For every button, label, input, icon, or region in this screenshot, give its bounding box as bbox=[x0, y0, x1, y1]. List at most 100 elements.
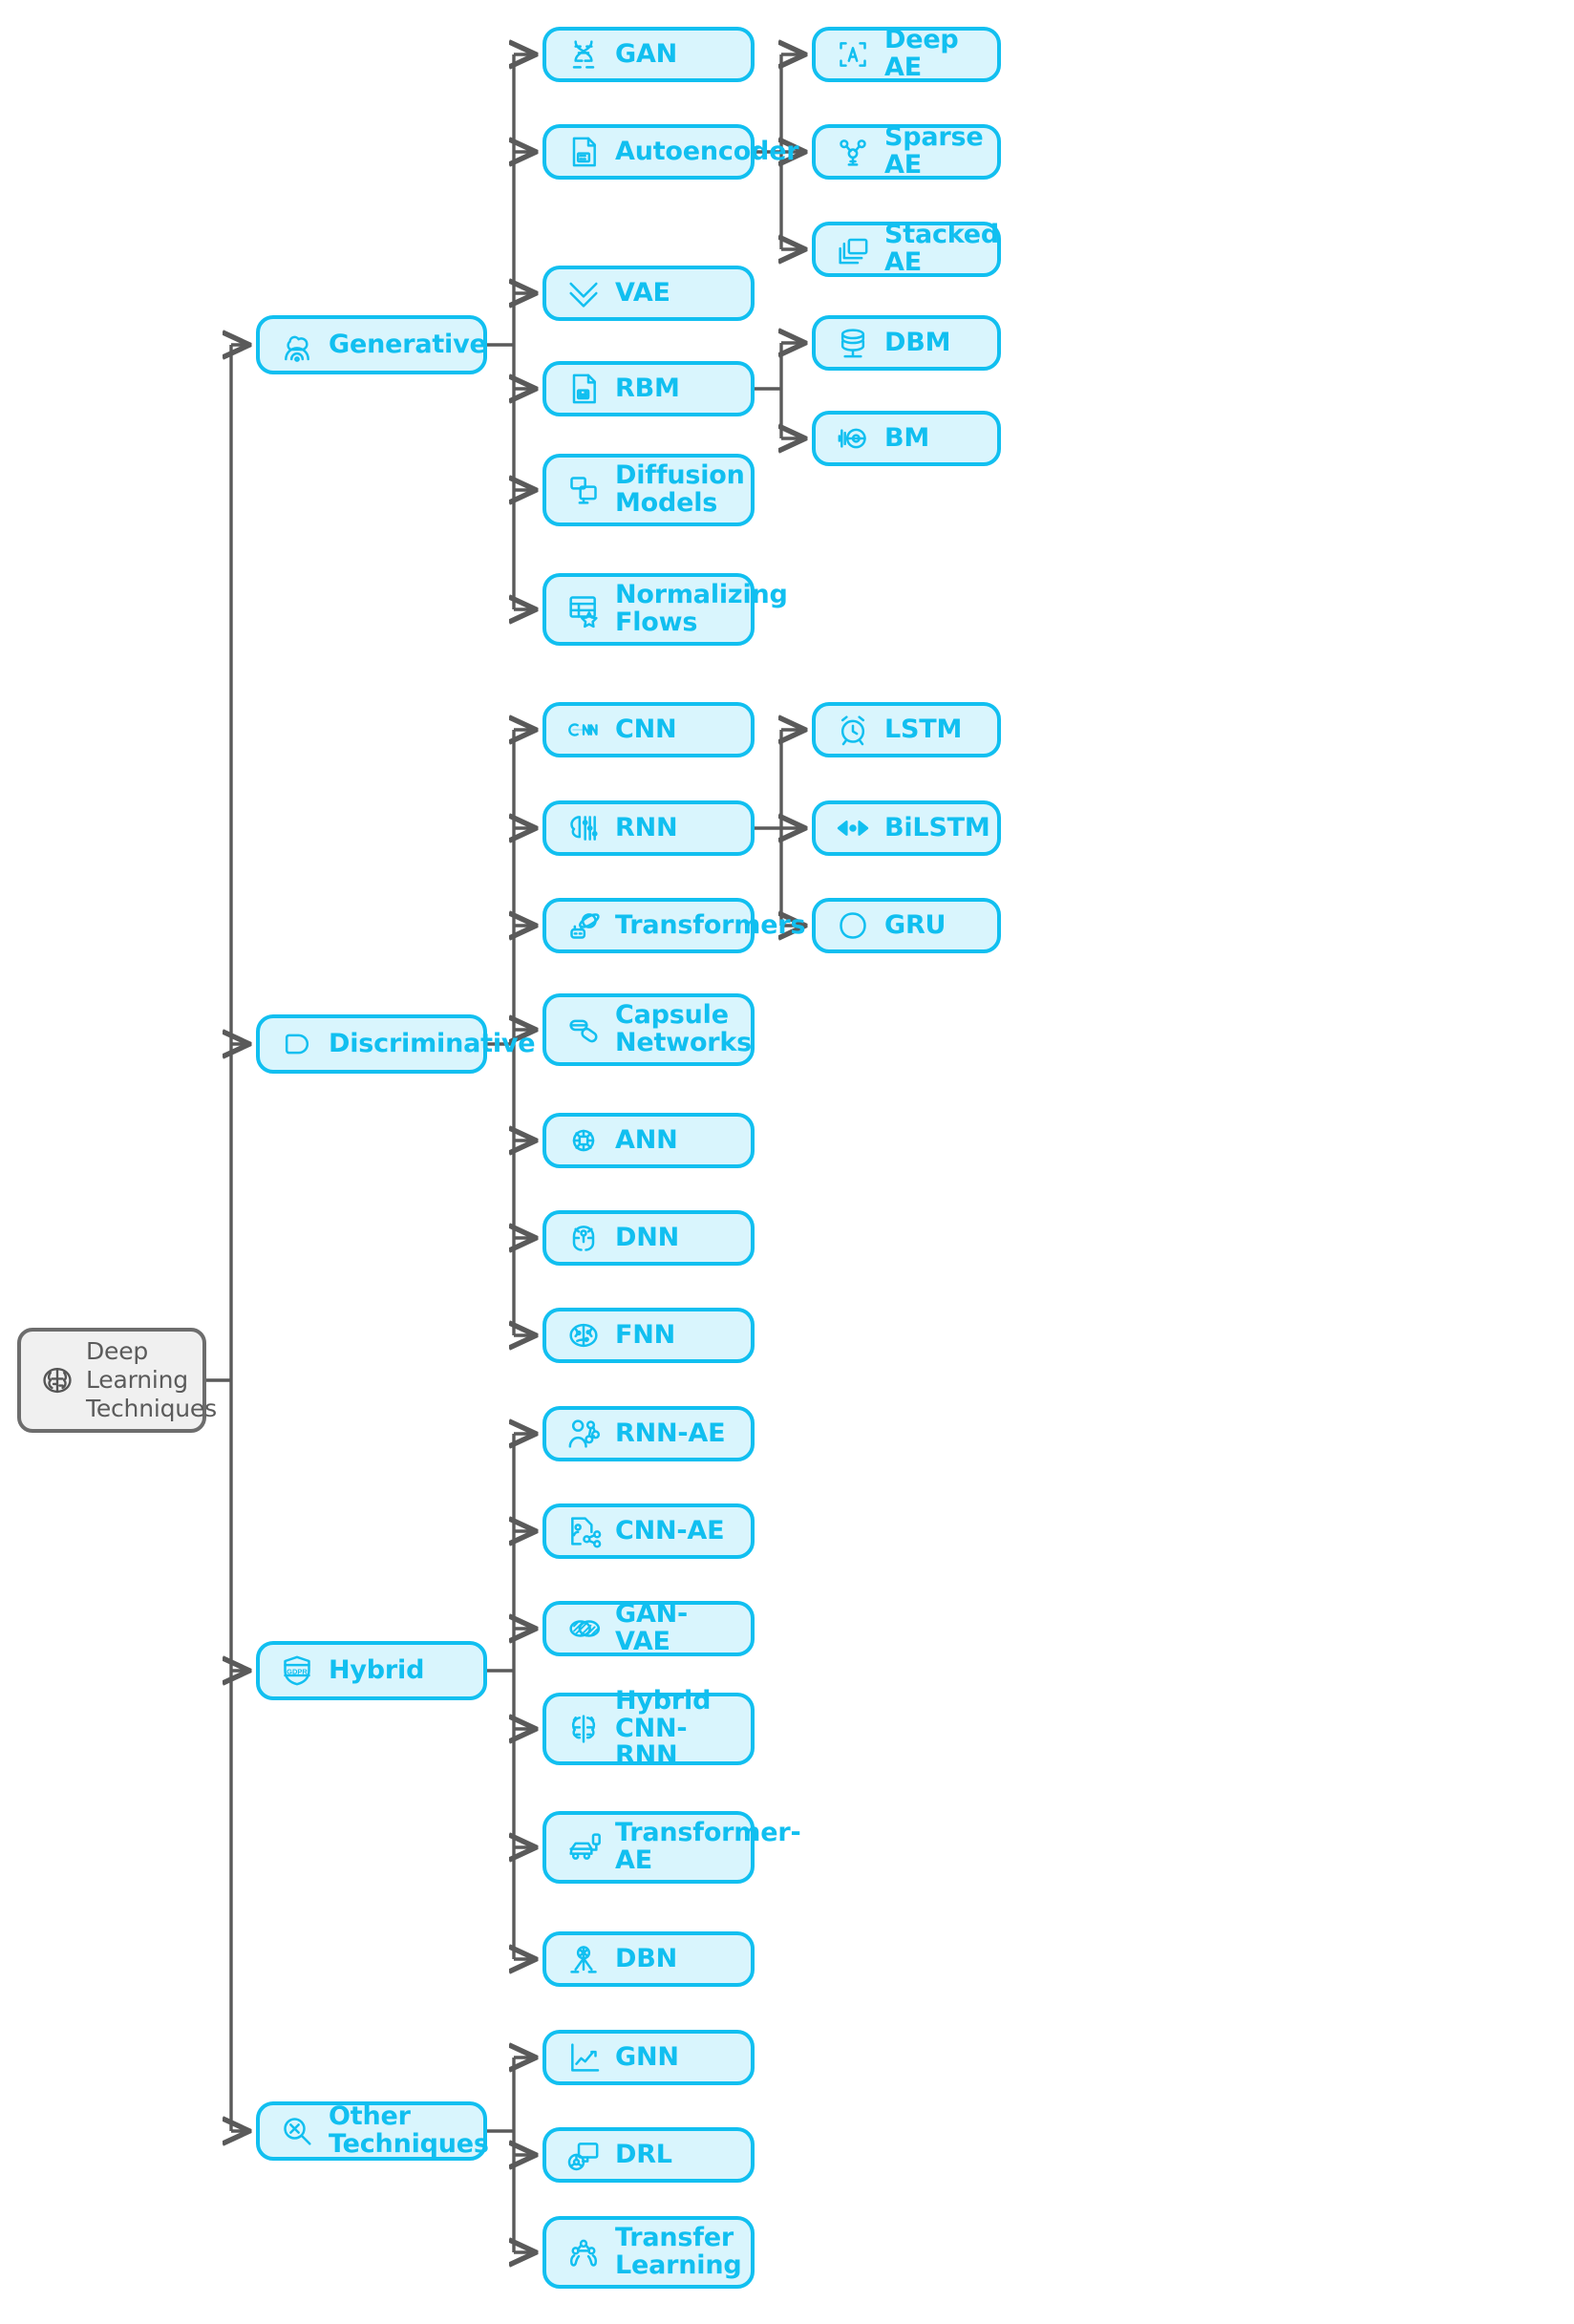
node-label: Capsule Networks bbox=[615, 1000, 753, 1057]
node-label: DBM bbox=[884, 327, 951, 357]
dna-helix-icon bbox=[562, 32, 606, 76]
blob-circle-icon bbox=[831, 904, 875, 948]
car-charger-icon bbox=[562, 1825, 606, 1869]
node-autoencoder[interactable]: Autoencoder bbox=[542, 124, 799, 180]
node-gnn[interactable]: GNN bbox=[542, 2030, 755, 2085]
node-discriminative[interactable]: Discriminative bbox=[256, 1014, 536, 1074]
node-label: DNN bbox=[615, 1222, 680, 1252]
node-bilstm[interactable]: BiLSTM bbox=[812, 800, 1001, 856]
brain-mesh-icon bbox=[562, 1313, 606, 1357]
node-bm[interactable]: BM bbox=[812, 411, 1001, 466]
hatched-ellipses-icon bbox=[562, 1607, 606, 1651]
node-transfer-learning[interactable]: Transfer Learning bbox=[542, 2216, 755, 2289]
node-gru[interactable]: GRU bbox=[812, 898, 1001, 953]
node-ann[interactable]: ANN bbox=[542, 1113, 755, 1168]
node-label: Diffusion Models bbox=[615, 460, 745, 518]
brain-circuit-icon bbox=[562, 806, 606, 850]
database-stack-icon bbox=[831, 321, 875, 365]
node-stacked-ae[interactable]: Stacked AE bbox=[812, 222, 1001, 277]
bidirectional-arrows-icon bbox=[831, 806, 875, 850]
eye-circuit-icon bbox=[831, 416, 875, 460]
node-other-techniques[interactable]: Other Techniques bbox=[256, 2101, 489, 2161]
node-label: GAN bbox=[615, 38, 678, 69]
node-transformer-ae[interactable]: Transformer- AE bbox=[542, 1811, 801, 1884]
node-label: DRL bbox=[615, 2139, 672, 2169]
node-dbm[interactable]: DBM bbox=[812, 315, 1001, 371]
node-label: CNN bbox=[615, 714, 677, 744]
node-label: GRU bbox=[884, 909, 947, 940]
node-deep-ae[interactable]: Deep AE bbox=[812, 27, 1001, 82]
node-lstm[interactable]: LSTM bbox=[812, 702, 1001, 757]
node-normalizing-flows[interactable]: Normalizing Flows bbox=[542, 573, 788, 646]
node-label: CNN-AE bbox=[615, 1515, 725, 1546]
node-drl[interactable]: DRL bbox=[542, 2127, 755, 2183]
alarm-clock-icon bbox=[831, 708, 875, 752]
node-label: LSTM bbox=[884, 714, 963, 744]
brain-node-icon bbox=[562, 1216, 606, 1260]
node-label: Deep Learning Techniques bbox=[86, 1337, 217, 1422]
node-capsule-networks[interactable]: Capsule Networks bbox=[542, 993, 755, 1066]
sparse-network-icon bbox=[831, 130, 875, 174]
node-diffusion-models[interactable]: Diffusion Models bbox=[542, 454, 755, 526]
node-label: VAE bbox=[615, 277, 670, 308]
zip-file-icon bbox=[562, 130, 606, 174]
cnn-logo-icon bbox=[562, 708, 606, 752]
node-root[interactable]: Deep Learning Techniques bbox=[17, 1328, 217, 1433]
node-fnn[interactable]: FNN bbox=[542, 1308, 755, 1363]
double-chevron-down-icon bbox=[562, 271, 606, 315]
node-label: Hybrid bbox=[329, 1654, 425, 1685]
node-label: Transformers bbox=[615, 909, 806, 940]
node-label: Deep AE bbox=[884, 25, 959, 82]
network-tree-icon bbox=[562, 1937, 606, 1981]
hands-network-icon bbox=[562, 2230, 606, 2274]
node-rbm[interactable]: RBM bbox=[542, 361, 755, 416]
node-label: Sparse AE bbox=[884, 122, 984, 180]
node-rnn-ae[interactable]: RNN-AE bbox=[542, 1406, 755, 1461]
node-gan-vae[interactable]: GAN-VAE bbox=[542, 1601, 755, 1656]
node-hybrid[interactable]: GDPR Hybrid bbox=[256, 1641, 487, 1700]
node-label: Normalizing Flows bbox=[615, 580, 788, 637]
pills-capsule-icon bbox=[562, 1008, 606, 1052]
table-star-icon bbox=[562, 587, 606, 631]
node-label: BM bbox=[884, 422, 930, 453]
node-dnn[interactable]: DNN bbox=[542, 1210, 755, 1266]
brain-chip-icon bbox=[562, 1119, 606, 1162]
person-network-icon bbox=[562, 1412, 606, 1456]
split-brain-icon bbox=[562, 1707, 606, 1751]
node-hybrid-cnn-rnn[interactable]: Hybrid CNN- RNN bbox=[542, 1687, 755, 1769]
node-label: RBM bbox=[615, 373, 680, 403]
node-label: Generative bbox=[329, 329, 487, 359]
node-dbn[interactable]: DBN bbox=[542, 1931, 755, 1987]
node-label: RNN-AE bbox=[615, 1418, 726, 1448]
node-vae[interactable]: VAE bbox=[542, 266, 755, 321]
line-chart-icon bbox=[562, 2036, 606, 2079]
node-label: BiLSTM bbox=[884, 812, 990, 842]
node-transformers[interactable]: Transformers bbox=[542, 898, 806, 953]
node-cnn-ae[interactable]: CNN-AE bbox=[542, 1503, 755, 1559]
monitor-wheel-icon bbox=[562, 2133, 606, 2177]
cloud-network-icon bbox=[275, 323, 319, 367]
node-label: DBN bbox=[615, 1943, 677, 1973]
document-share-icon bbox=[562, 1509, 606, 1553]
node-cnn[interactable]: CNN bbox=[542, 702, 755, 757]
node-label: GAN-VAE bbox=[615, 1599, 689, 1656]
brain-icon bbox=[36, 1359, 78, 1401]
node-label: ANN bbox=[615, 1124, 678, 1155]
capsule-shape-icon bbox=[275, 1022, 319, 1066]
node-label: FNN bbox=[615, 1319, 676, 1350]
svg-text:GDPR: GDPR bbox=[287, 1667, 308, 1675]
scan-letter-a-icon bbox=[831, 32, 875, 76]
node-rnn[interactable]: RNN bbox=[542, 800, 755, 856]
node-generative[interactable]: Generative bbox=[256, 315, 487, 374]
node-gan[interactable]: GAN bbox=[542, 27, 755, 82]
node-sparse-ae[interactable]: Sparse AE bbox=[812, 124, 1001, 180]
search-x-icon bbox=[275, 2109, 319, 2153]
node-label: Transfer Learning bbox=[615, 2223, 742, 2280]
stacked-layers-icon bbox=[831, 227, 875, 271]
node-label: Stacked AE bbox=[884, 220, 1000, 277]
gdpr-shield-icon: GDPR bbox=[275, 1649, 319, 1693]
node-label: Other Techniques bbox=[329, 2101, 489, 2159]
node-label: Hybrid CNN- RNN bbox=[615, 1686, 712, 1771]
